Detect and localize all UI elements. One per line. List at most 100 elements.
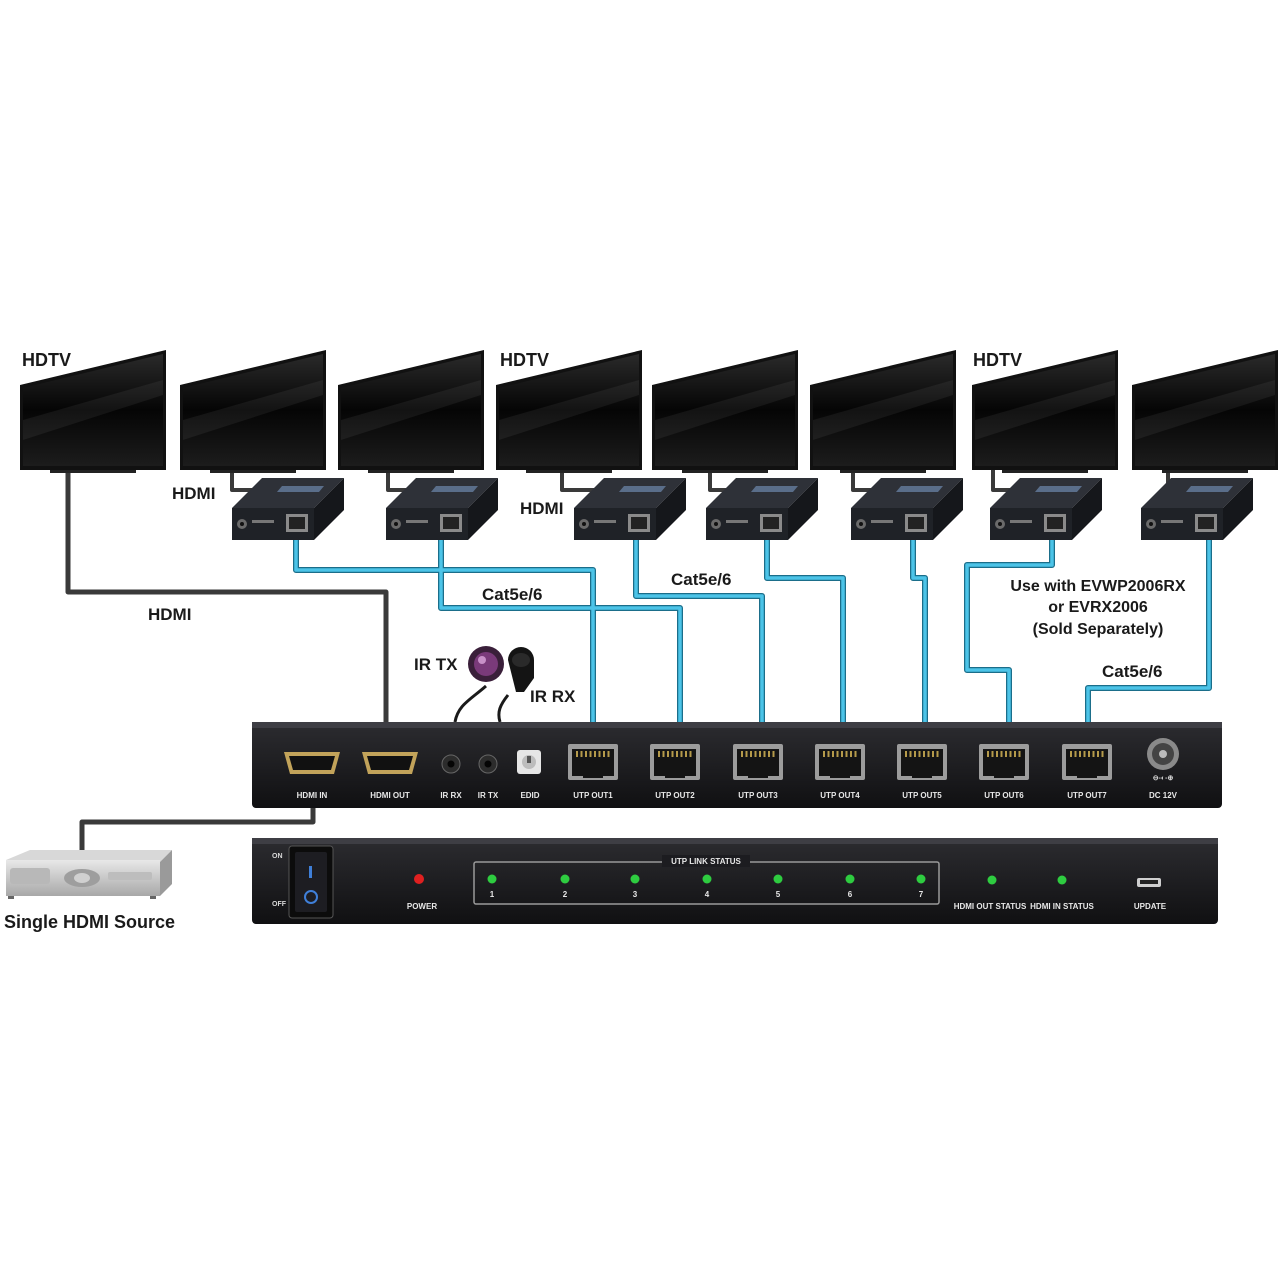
hdtv-6 — [810, 350, 956, 473]
utp-link-led-6 — [845, 874, 855, 884]
utp-out-7-label: UTP OUT7 — [1067, 791, 1107, 800]
utp-out-4-label: UTP OUT4 — [820, 791, 860, 800]
hdmi-out-label: HDMI OUT — [370, 791, 410, 800]
utp-out-2-port[interactable] — [650, 744, 700, 780]
hdbaset-receiver-1 — [232, 478, 344, 540]
compat-line-3: (Sold Separately) — [1033, 621, 1164, 638]
hdmi-out-status-led — [987, 875, 997, 885]
cat-cable-3 — [634, 535, 764, 722]
hdmi-out-port[interactable] — [362, 752, 418, 774]
utp-link-led-3 — [630, 874, 640, 884]
hdtv-label-1: HDTV — [22, 350, 71, 370]
cat-cable-4 — [765, 535, 845, 722]
hdbaset-receiver-5 — [851, 478, 963, 540]
ir-rx-port-label: IR RX — [440, 791, 462, 800]
utp-out-3-label: UTP OUT3 — [738, 791, 778, 800]
ir-tx-label: IR TX — [414, 655, 458, 674]
dc-polarity-icon: ⊖-◐-⊕ — [1153, 775, 1174, 782]
power-rocker-switch[interactable] — [288, 845, 334, 919]
utp-out-2-label: UTP OUT2 — [655, 791, 695, 800]
ir-rx-sensor — [508, 647, 534, 692]
ir-rx-cord — [497, 694, 510, 723]
update-label: UPDATE — [1134, 902, 1167, 911]
hdmi-out-status-label: HDMI OUT STATUS — [954, 902, 1027, 911]
utp-out-1-label: UTP OUT1 — [573, 791, 613, 800]
utp-out-6-label: UTP OUT6 — [984, 791, 1024, 800]
diagram-labels: HDTV HDTV HDTV HDMI HDMI HDMI Cat5e/6 Ca… — [4, 350, 1186, 932]
compat-line-1: Use with EVWP2006RX — [1010, 578, 1186, 595]
hdbaset-receiver-7 — [1141, 478, 1253, 540]
utp-link-led-4 — [702, 874, 712, 884]
power-label: POWER — [407, 902, 437, 911]
ir-tx-port-label: IR TX — [478, 791, 499, 800]
hdbaset-receiver-6 — [990, 478, 1102, 540]
cat-label-1: Cat5e/6 — [482, 585, 542, 604]
ir-rx-label: IR RX — [530, 687, 576, 706]
edid-label: EDID — [520, 791, 539, 800]
utp-link-number-6: 6 — [848, 890, 853, 899]
splitter-rear-panel: HDMI IN HDMI OUT IR RX IR TX EDID UTP OU… — [252, 722, 1222, 808]
cat-label-2: Cat5e/6 — [671, 570, 731, 589]
hdmi-in-status-led — [1057, 875, 1067, 885]
hdmi-cable-source — [79, 808, 316, 850]
usb-update-port[interactable] — [1137, 878, 1161, 887]
source-label: Single HDMI Source — [4, 912, 175, 932]
power-led — [414, 874, 424, 884]
utp-link-number-2: 2 — [563, 890, 568, 899]
hdbaset-receiver-3 — [574, 478, 686, 540]
hdmi-in-label: HDMI IN — [297, 791, 328, 800]
utp-link-led-1 — [487, 874, 497, 884]
utp-out-7-port[interactable] — [1062, 744, 1112, 780]
hdmi-in-port[interactable] — [284, 752, 340, 774]
cat-cable-5 — [911, 535, 927, 722]
ir-tx-emitter — [468, 646, 504, 682]
hdmi-stub-4 — [560, 470, 605, 492]
hdmi-label-2: HDMI — [520, 499, 563, 518]
utp-out-5-label: UTP OUT5 — [902, 791, 942, 800]
hdmi-label-1: HDMI — [172, 484, 215, 503]
utp-out-3-port[interactable] — [733, 744, 783, 780]
utp-out-1-port[interactable] — [568, 744, 618, 780]
cat-cable-7 — [1086, 535, 1211, 722]
ir-rx-jack[interactable] — [441, 754, 461, 774]
cat-cable-2 — [439, 535, 682, 722]
utp-link-led-7 — [916, 874, 926, 884]
utp-link-number-3: 3 — [633, 890, 638, 899]
hdtv-7 — [972, 350, 1118, 473]
hdmi-source-device — [6, 850, 172, 899]
hdbaset-receiver-2 — [386, 478, 498, 540]
utp-link-number-5: 5 — [776, 890, 781, 899]
hdbaset-receiver-4 — [706, 478, 818, 540]
utp-out-4-port[interactable] — [815, 744, 865, 780]
ir-tx-cord — [453, 684, 487, 723]
hdtv-5 — [652, 350, 798, 473]
hdtv-8 — [1132, 350, 1278, 473]
utp-link-number-7: 7 — [919, 890, 924, 899]
hdmi-label-3: HDMI — [148, 605, 191, 624]
switch-on-label: ON — [272, 853, 283, 860]
utp-link-led-2 — [560, 874, 570, 884]
utp-link-number-4: 4 — [705, 890, 710, 899]
switch-off-label: OFF — [272, 901, 287, 908]
compat-line-2: or EVRX2006 — [1048, 599, 1148, 616]
hdtv-1 — [20, 350, 166, 473]
hdtv-label-3: HDTV — [973, 350, 1022, 370]
utp-link-led-5 — [773, 874, 783, 884]
utp-out-6-port[interactable] — [979, 744, 1029, 780]
hdmi-cable-tv1 — [65, 470, 389, 722]
hdtv-2 — [180, 350, 326, 473]
utp-out-5-port[interactable] — [897, 744, 947, 780]
cat-cable-1 — [294, 535, 595, 722]
hdmi-stub-3 — [386, 470, 410, 492]
cat-cable-6 — [965, 535, 1054, 722]
hdtv-4 — [496, 350, 642, 473]
cat-label-3: Cat5e/6 — [1102, 662, 1162, 681]
utp-link-number-1: 1 — [490, 890, 495, 899]
hdtv-3 — [338, 350, 484, 473]
ir-tx-jack[interactable] — [478, 754, 498, 774]
edid-dip-switch[interactable] — [517, 750, 541, 774]
dc-power-jack[interactable] — [1147, 738, 1179, 770]
hdtv-label-2: HDTV — [500, 350, 549, 370]
